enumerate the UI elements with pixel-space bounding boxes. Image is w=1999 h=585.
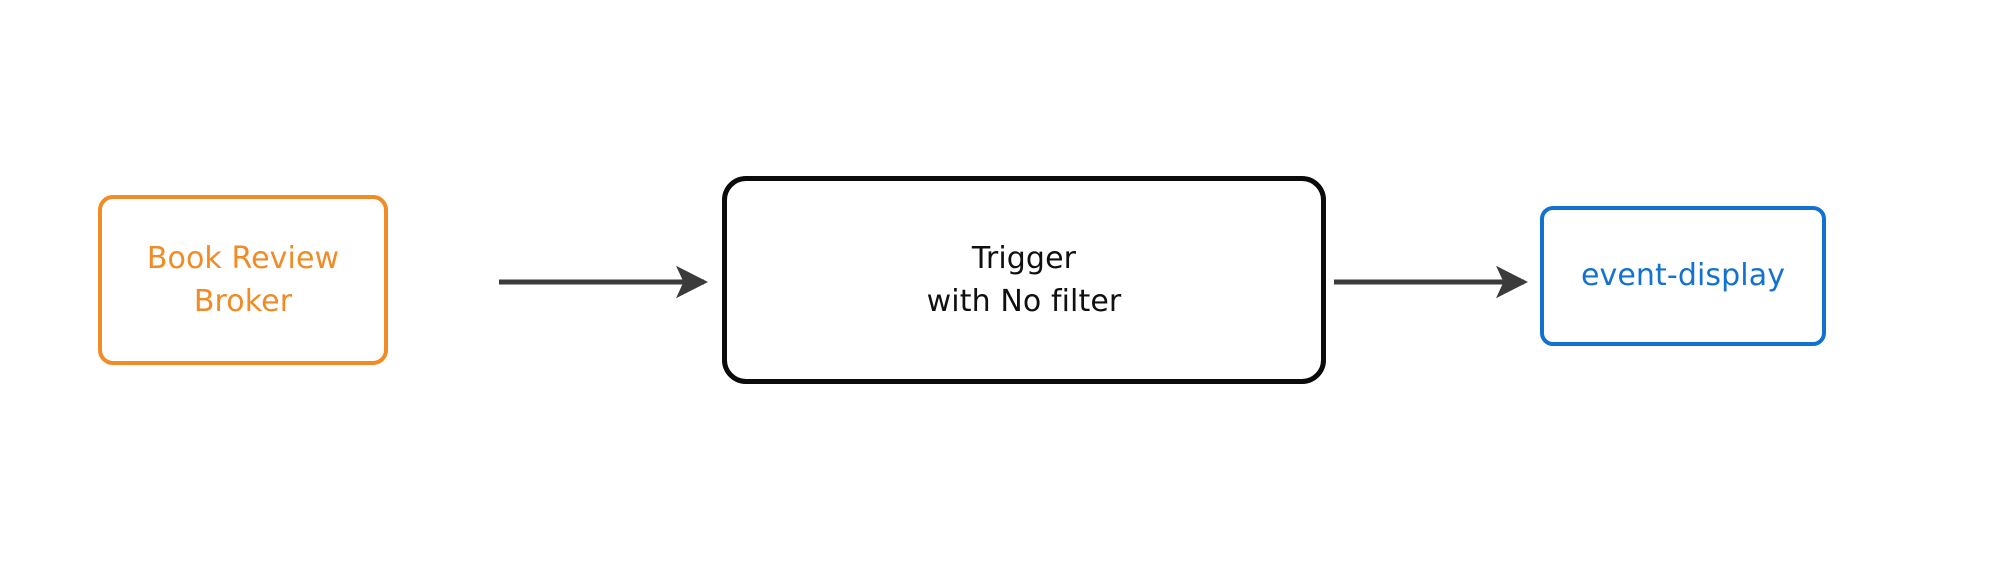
node-event-display[interactable]: event-display	[1540, 206, 1826, 346]
node-book-review-broker[interactable]: Book Review Broker	[98, 195, 388, 365]
node-trigger-label: Trigger with No filter	[926, 240, 1122, 320]
node-broker-label: Book Review Broker	[146, 240, 340, 320]
node-sink-label: event-display	[1580, 258, 1786, 294]
node-trigger[interactable]: Trigger with No filter	[722, 176, 1326, 384]
